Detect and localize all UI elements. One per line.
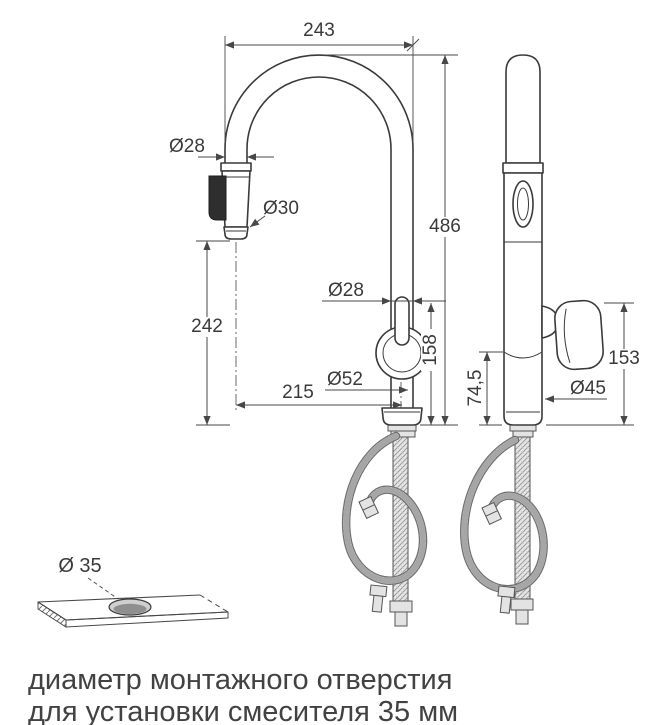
side-spray-opening (512, 180, 534, 228)
dim-hole-diameter-label: Ø 35 (58, 555, 101, 577)
hose-end-fitting (510, 598, 534, 625)
dim-side-diameter-label: Ø45 (570, 378, 606, 399)
dim-top-width-label: 243 (303, 20, 335, 41)
caption-line-1: диаметр монтажного отверстия (28, 664, 453, 696)
dim-body-diameter-label: Ø28 (328, 280, 364, 301)
hose-end-fitting (497, 585, 516, 614)
countertop-slab (37, 594, 229, 628)
dim-handle-height-label: 153 (608, 348, 640, 369)
side-collar (502, 162, 544, 174)
side-body (503, 172, 543, 426)
mounting-detail: Ø 35 (37, 555, 229, 628)
gooseneck-spout-outer (224, 54, 414, 408)
dim-body-height-label: 158 (420, 334, 441, 366)
side-spray-opening-inner (517, 187, 529, 221)
braided-hose-straight (514, 436, 531, 600)
caption-line-2: для установки смесителя 35 мм (28, 696, 459, 725)
side-view-drawing (464, 54, 604, 625)
dim-base-height-label: 74,5 (465, 370, 486, 407)
side-spout-tube (505, 54, 541, 164)
mounting-nut (509, 424, 537, 432)
hose-valve-fitting (481, 501, 503, 525)
side-lever-handle (554, 299, 604, 371)
hose-end-fitting (369, 584, 388, 613)
gooseneck-spout-inner (246, 76, 392, 408)
hose-loop (464, 440, 543, 589)
dim-spout-diameter-label: Ø28 (169, 136, 205, 157)
dim-reach-label: 215 (282, 382, 314, 403)
faucet-base-front (381, 407, 423, 426)
mounting-nut (387, 424, 417, 432)
hole-leader-line (87, 577, 122, 602)
lever-handle-front (394, 296, 410, 346)
dimensions-side: 153 74,5 Ø45 (465, 302, 643, 426)
spray-head-collar (220, 162, 252, 172)
dim-spray-head-diameter-label: Ø30 (263, 198, 299, 219)
spray-handle-paddle (208, 175, 227, 221)
side-base-seam (503, 351, 543, 359)
supply-hoses-front (346, 424, 423, 627)
dim-total-height-label: 486 (429, 216, 461, 237)
aerator-cap (223, 226, 249, 240)
supply-hoses-side (464, 424, 543, 625)
dim-spout-height-label: 242 (191, 316, 223, 337)
dim-base-diameter-label: Ø52 (327, 369, 363, 390)
mounting-hole-shadow (113, 603, 147, 615)
dimensions-front: 243 486 158 242 215 Ø28 Ø30 Ø28 (169, 20, 464, 426)
spray-head (208, 162, 252, 240)
hose-valve-fitting (358, 495, 380, 519)
hose-end-fitting (389, 600, 413, 627)
front-view-drawing (208, 54, 429, 627)
